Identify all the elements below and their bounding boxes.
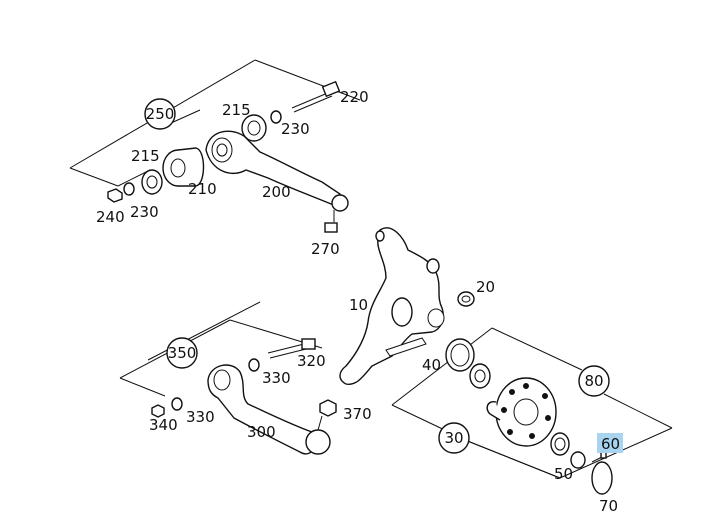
bushing-215-left: [141, 169, 163, 195]
group-label-250: 250: [146, 105, 175, 123]
highlight-60: [597, 433, 623, 453]
part-label-215-top[interactable]: 215: [222, 101, 251, 119]
washer-330-right: [248, 358, 260, 372]
part-label-370[interactable]: 370: [343, 405, 372, 423]
washer-230-left: [123, 182, 135, 196]
group-circle-350[interactable]: 350: [166, 337, 198, 369]
part-label-200[interactable]: 200: [262, 183, 291, 201]
group-circle-30[interactable]: 30: [438, 422, 470, 454]
part-label-330-right[interactable]: 330: [262, 369, 291, 387]
washer-50: [570, 451, 586, 469]
washer-330-left: [171, 397, 183, 411]
part-label-230-left[interactable]: 230: [130, 203, 159, 221]
part-label-215-left[interactable]: 215: [131, 147, 160, 165]
nut-270: [324, 222, 338, 233]
knuckle-10: [339, 227, 445, 385]
bushing-20: [457, 291, 475, 307]
part-label-210[interactable]: 210: [188, 180, 217, 198]
part-label-20[interactable]: 20: [476, 278, 495, 296]
group-circle-250[interactable]: 250: [144, 98, 176, 130]
bushing-210: [162, 147, 205, 187]
washer-230-top: [270, 110, 282, 124]
part-label-320[interactable]: 320: [297, 352, 326, 370]
part-label-40[interactable]: 40: [422, 356, 441, 374]
part-label-240[interactable]: 240: [96, 208, 125, 226]
group-label-30: 30: [444, 429, 463, 447]
bearing-50: [550, 432, 570, 456]
wheel-hub-30: [486, 377, 557, 447]
bolt-320: [267, 338, 316, 359]
part-label-270[interactable]: 270: [311, 240, 340, 258]
group-circle-80[interactable]: 80: [578, 365, 610, 397]
part-label-220[interactable]: 220: [340, 88, 369, 106]
bolt-220: [291, 80, 341, 113]
arm-300: [207, 364, 331, 455]
nut-340: [151, 404, 165, 418]
control-arm-200: [205, 130, 349, 222]
seal-40: [445, 338, 475, 372]
part-label-330-left[interactable]: 330: [186, 408, 215, 426]
part-label-70[interactable]: 70: [599, 497, 618, 515]
part-label-60[interactable]: 60: [601, 435, 620, 453]
group-250-frame: [69, 59, 361, 187]
part-label-50[interactable]: 50: [554, 465, 573, 483]
cap-70: [591, 461, 613, 495]
group-label-350: 350: [168, 344, 197, 362]
bushing-215-top: [241, 114, 267, 142]
nut-370: [319, 399, 337, 417]
part-label-300[interactable]: 300: [247, 423, 276, 441]
group-label-80: 80: [584, 372, 603, 390]
part-label-340[interactable]: 340: [149, 416, 178, 434]
nut-240: [107, 188, 123, 203]
part-label-10[interactable]: 10: [349, 296, 368, 314]
bearing-ring: [469, 363, 491, 389]
part-label-230-top[interactable]: 230: [281, 120, 310, 138]
